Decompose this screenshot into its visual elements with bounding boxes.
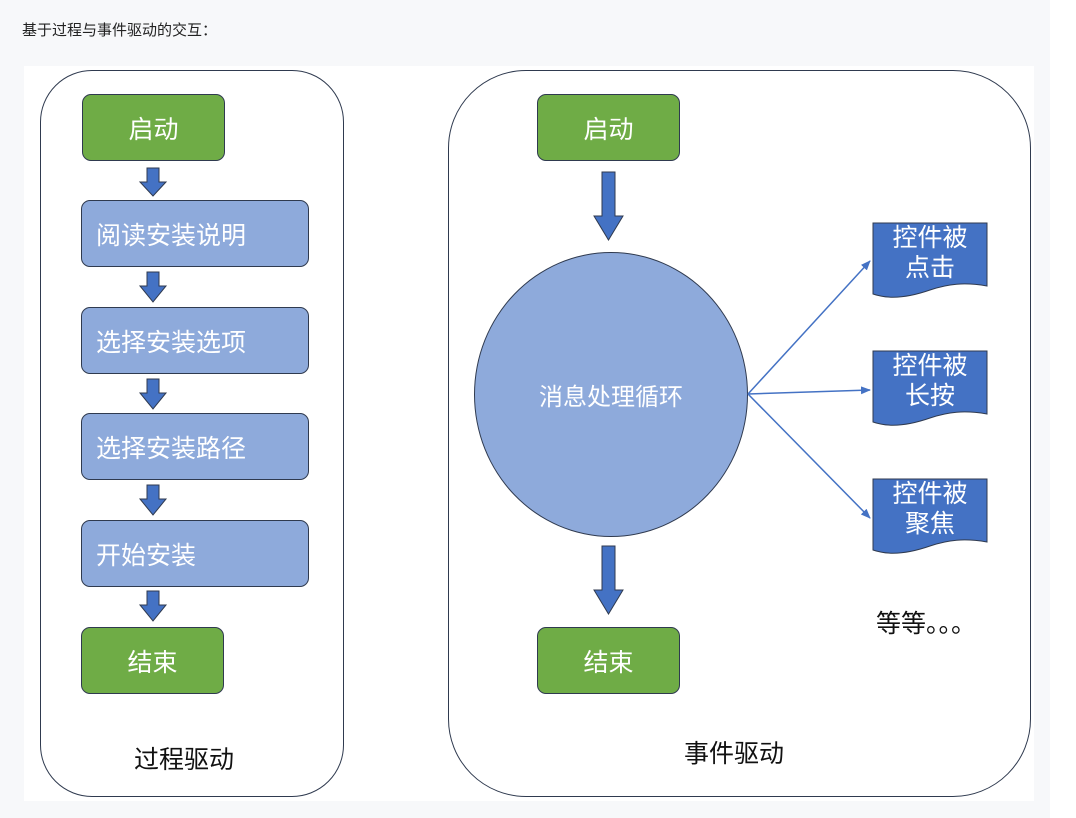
event-doc-long-press: 控件被 长按 — [872, 350, 988, 434]
down-arrow-icon — [138, 271, 168, 303]
process-step-read-instructions: 阅读安装说明 — [81, 200, 309, 267]
document-shape — [872, 350, 988, 426]
connector-arrow-click — [747, 260, 871, 395]
event-start: 启动 — [537, 94, 680, 161]
message-loop-circle: 消息处理循环 — [474, 252, 748, 537]
down-arrow-icon — [138, 590, 168, 622]
process-step-choose-path: 选择安装路径 — [81, 413, 309, 480]
process-driven-label: 过程驱动 — [134, 745, 235, 774]
connector-arrow-focus — [747, 393, 871, 519]
event-doc-click-line2: 点击 — [904, 253, 955, 282]
page-heading: 基于过程与事件驱动的交互： — [22, 21, 218, 39]
event-doc-click-line1: 控件被 — [892, 223, 968, 252]
event-end: 结束 — [537, 627, 680, 694]
document-shape — [872, 478, 988, 554]
connector-arrow-long-press — [747, 386, 871, 395]
event-doc-click: 控件被 点击 — [872, 222, 988, 306]
process-step-end: 结束 — [81, 627, 224, 694]
document-shape — [872, 222, 988, 298]
event-doc-long-press-line2: 长按 — [904, 381, 955, 410]
process-step-begin-install: 开始安装 — [81, 520, 309, 587]
down-arrow-icon — [138, 378, 168, 410]
down-arrow-icon — [138, 167, 168, 197]
down-arrow-icon — [593, 545, 624, 615]
down-arrow-icon — [593, 171, 624, 241]
process-step-start: 启动 — [82, 94, 225, 161]
event-doc-long-press-line1: 控件被 — [892, 351, 968, 380]
event-doc-focus-line2: 聚焦 — [904, 509, 955, 538]
down-arrow-icon — [138, 484, 168, 516]
event-doc-focus: 控件被 聚焦 — [872, 478, 988, 562]
process-step-choose-options: 选择安装选项 — [81, 307, 309, 374]
event-doc-focus-line1: 控件被 — [892, 479, 968, 508]
etc-label: 等等。。。 — [876, 609, 977, 638]
event-driven-label: 事件驱动 — [684, 739, 785, 768]
